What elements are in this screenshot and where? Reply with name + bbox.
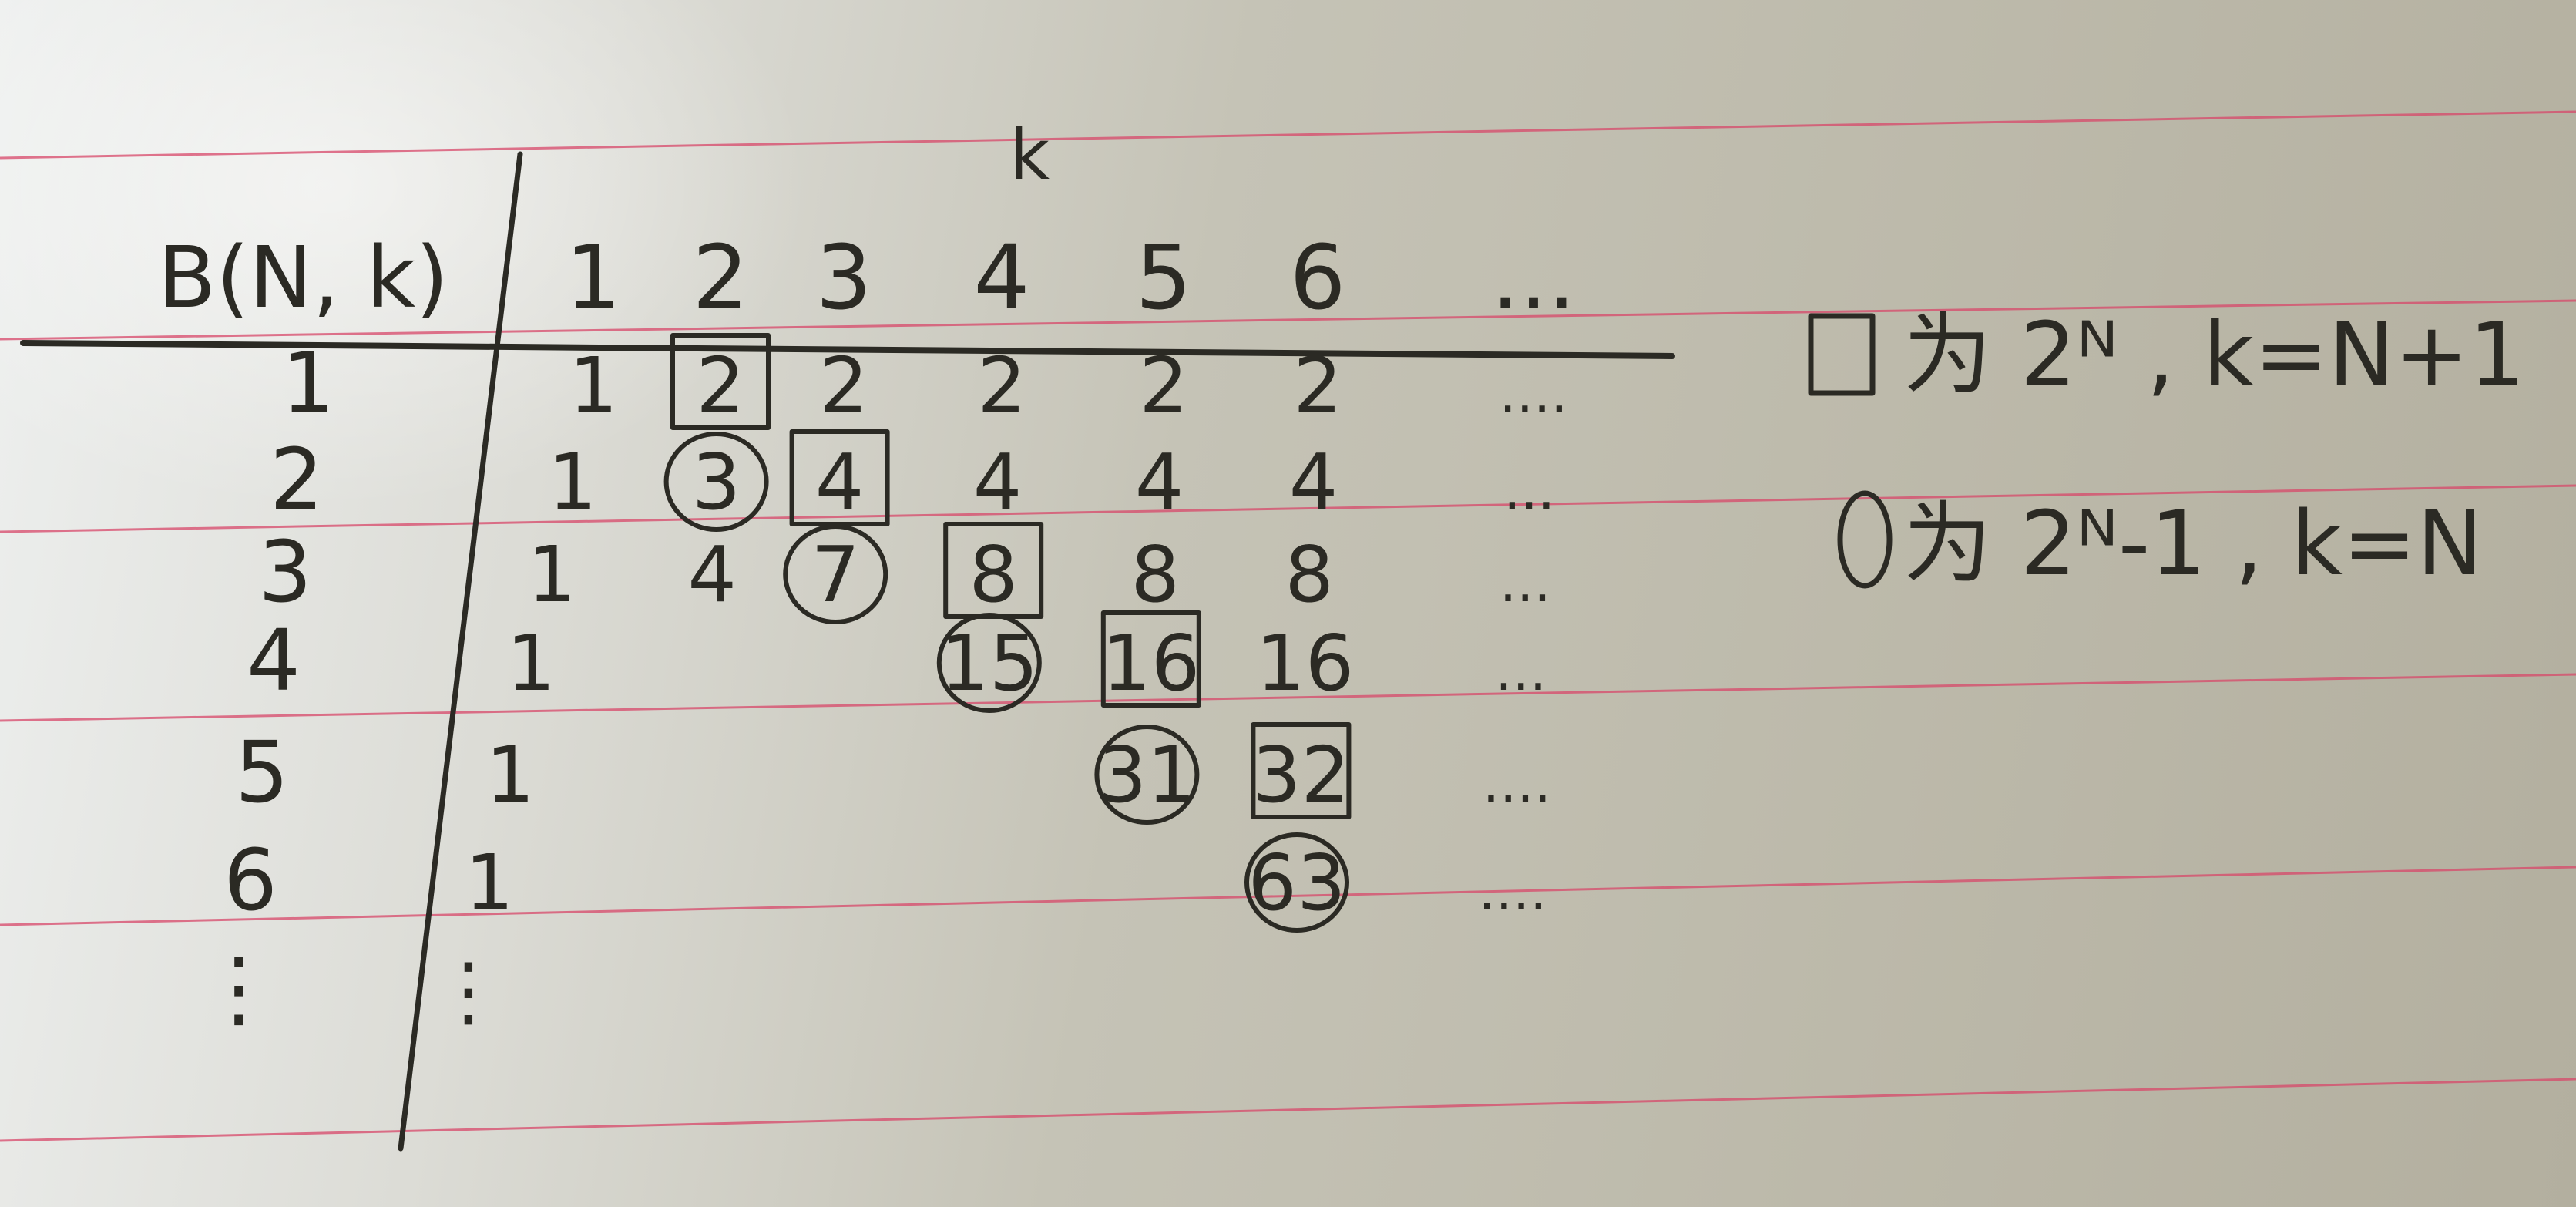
table-label: B(N, k): [158, 228, 448, 327]
table-cell: 1: [569, 341, 618, 431]
n-label: 2: [270, 430, 324, 529]
rule-line: [0, 673, 2576, 722]
table-cell: ...: [1500, 551, 1551, 614]
table-cell: 2: [977, 341, 1026, 431]
table-cell: 63: [1248, 838, 1345, 928]
table-cell: 32: [1252, 730, 1350, 820]
n-label: 1: [281, 334, 335, 432]
table-cell: 7: [811, 530, 860, 620]
legend-circle-icon: [1837, 490, 1893, 589]
k-header-value: 2: [692, 227, 748, 330]
table-cell: 4: [973, 437, 1023, 527]
square-mark: [789, 429, 890, 526]
circle-mark: [1094, 725, 1200, 825]
n-label: 6: [223, 831, 277, 930]
rule-line: [0, 1078, 2576, 1142]
legend-circle-text: 为 2ᴺ-1 , k=N: [1903, 493, 2483, 596]
table-cell: 2: [696, 341, 745, 431]
n-label: ⋮: [196, 939, 281, 1037]
rule-line: [0, 299, 2576, 341]
header-divider: [20, 340, 1675, 359]
legend-square-icon: [1808, 313, 1876, 396]
table-cell: ...: [1503, 459, 1555, 522]
rule-line: [0, 110, 2576, 160]
table-cell: 2: [1293, 341, 1342, 431]
legend: 为 2ᴺ , k=N+1 为 2ᴺ-1 , k=N: [1808, 304, 2525, 596]
table-cell: 2: [1139, 341, 1188, 431]
table-cell: ....: [1483, 751, 1551, 815]
rule-line: [0, 484, 2576, 533]
legend-square-text: 为 2ᴺ , k=N+1: [1903, 304, 2525, 407]
k-header-value: 3: [815, 227, 872, 330]
ruling-lines: [0, 110, 2576, 1142]
table-cell: 8: [969, 530, 1018, 620]
table-cell: ....: [1499, 362, 1567, 425]
table-cell: 16: [1102, 618, 1200, 708]
table-cell: 4: [1135, 437, 1184, 527]
square-mark: [1251, 722, 1352, 819]
table-cell: 1: [465, 838, 514, 928]
cell-marks: [663, 333, 1352, 933]
table-cell: ⋮: [430, 946, 507, 1036]
k-header-value: 6: [1289, 227, 1345, 330]
table-cell: 1: [485, 730, 535, 820]
table-cell: 3: [692, 437, 741, 527]
circle-mark: [663, 432, 769, 532]
k-axis-label: k: [1009, 115, 1050, 196]
table-grid: [20, 151, 1675, 1152]
square-mark: [1100, 610, 1201, 708]
table-cell: 1: [548, 437, 597, 527]
table-cell: ....: [1478, 859, 1547, 923]
table-cell: 8: [1130, 530, 1180, 620]
circle-mark: [783, 524, 888, 624]
circle-mark: [936, 613, 1042, 713]
table-cell: 4: [815, 437, 865, 527]
table-cell: 4: [687, 530, 737, 620]
table-cell: 4: [1289, 437, 1338, 527]
k-header-value: ...: [1491, 227, 1576, 330]
table-cell: 15: [940, 618, 1038, 708]
label-column-divider: [398, 151, 523, 1152]
n-label: 5: [235, 723, 289, 822]
k-header-value: 4: [973, 227, 1029, 330]
table-cell: 1: [527, 530, 576, 620]
n-label: 3: [258, 523, 312, 621]
table-cell: 31: [1098, 730, 1196, 820]
table-cell: 2: [819, 341, 868, 431]
table-cell: 8: [1285, 530, 1334, 620]
k-header-value: 5: [1135, 227, 1191, 330]
table-cell: 1: [506, 618, 556, 708]
square-mark: [670, 333, 771, 430]
circle-mark: [1244, 832, 1349, 933]
k-header-value: 1: [565, 227, 621, 330]
table-cell: ...: [1495, 640, 1547, 703]
n-label: 4: [247, 611, 301, 710]
table-cell: 16: [1256, 618, 1354, 708]
